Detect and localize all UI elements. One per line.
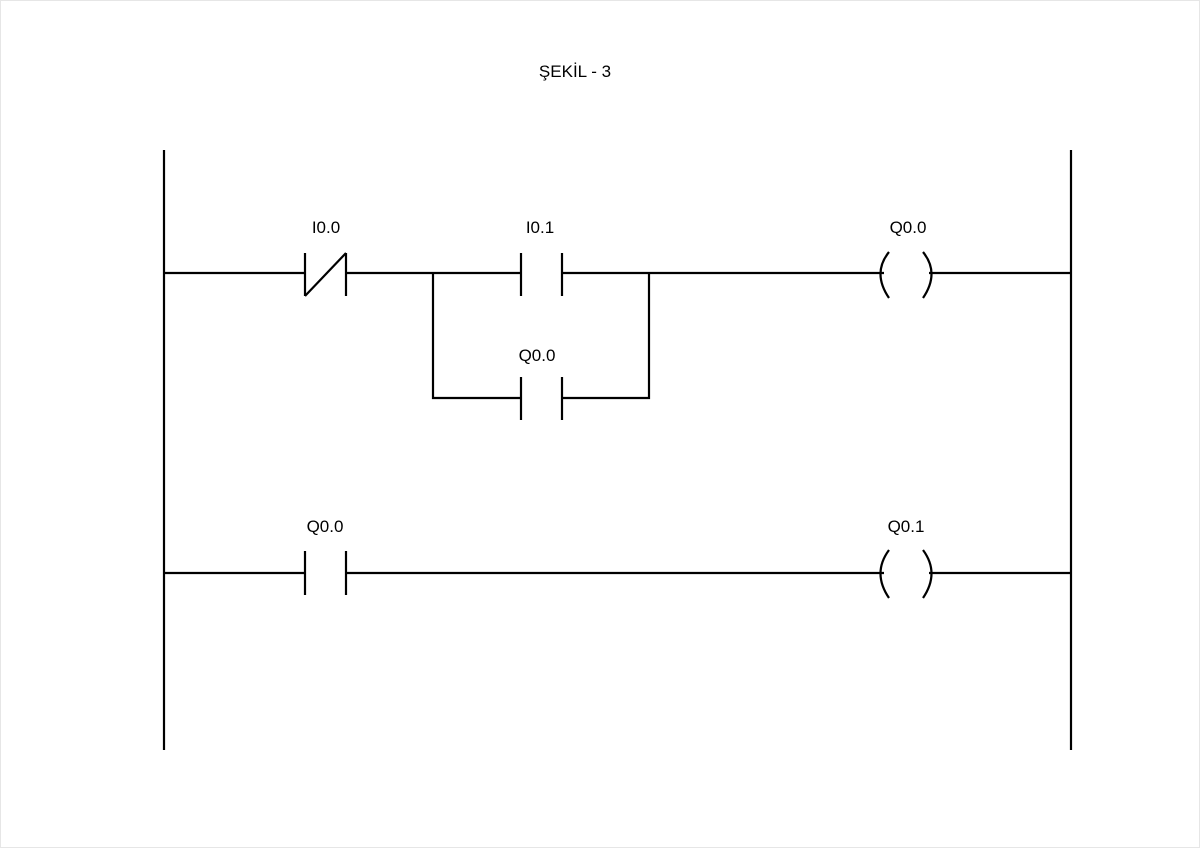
rung-2-coil-label: Q0.1 [888,517,925,536]
rung-2-no-contact-label: Q0.0 [307,517,344,536]
rung-1-branch-right [562,273,651,400]
rung-1-parallel-no-contact [519,377,564,420]
rung-1-branch-left [431,273,521,400]
rung-1-coil-label: Q0.0 [890,218,927,237]
rung-1-coil [879,251,933,299]
rung-2-no-contact [303,551,348,595]
rung-2-coil [879,549,933,599]
rung-1-no-contact [519,253,564,296]
rung-1: I0.0 I0.1 Q0.0 Q0.0 [164,218,1071,420]
diagram-title: ŞEKİL - 3 [538,62,612,81]
rung-1-nc-contact [303,252,348,297]
rung-1-nc-contact-label: I0.0 [312,218,340,237]
rung-1-no-contact-label: I0.1 [526,218,554,237]
rung-1-parallel-contact-label: Q0.0 [519,346,556,365]
rung-2: Q0.0 Q0.1 [164,517,1071,599]
